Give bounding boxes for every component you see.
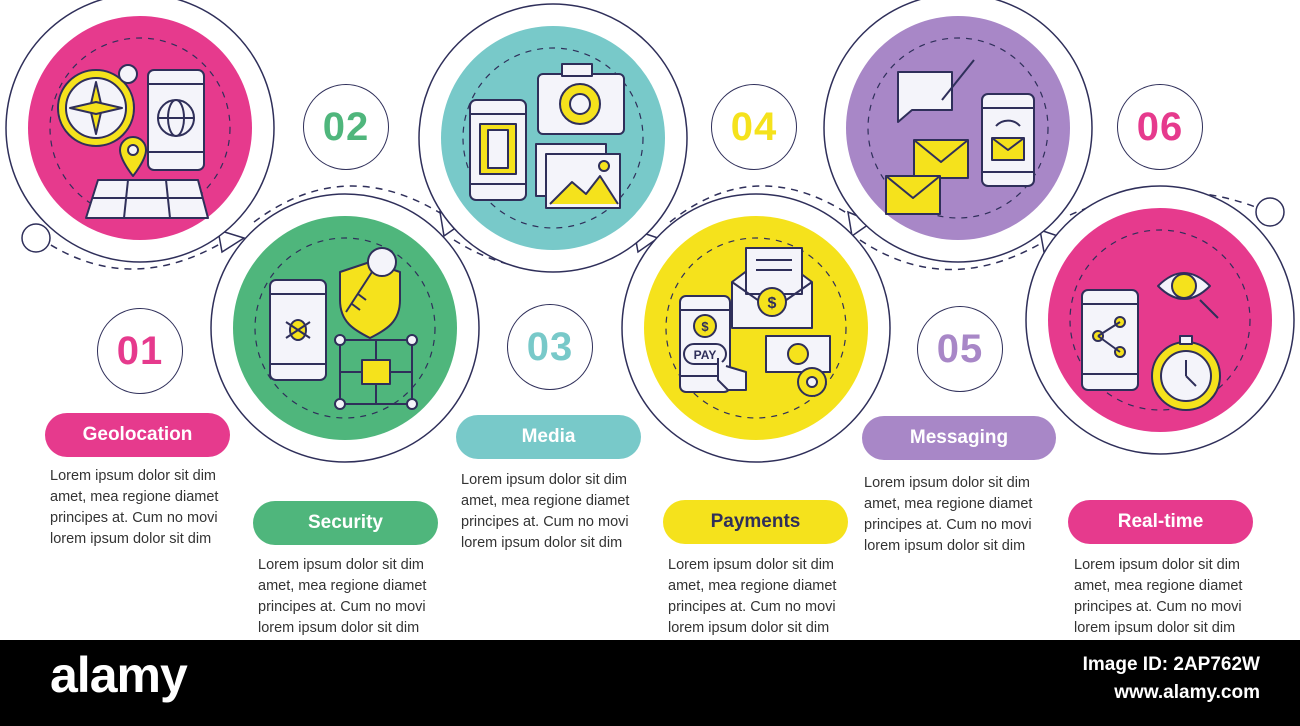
step-number-02: 02 xyxy=(303,84,389,170)
dashed-arc-3-4 xyxy=(453,237,646,271)
svg-text:$: $ xyxy=(701,319,709,334)
step-label-payments: Payments xyxy=(663,500,848,544)
geolocation-icon xyxy=(57,64,209,219)
orbit-6 xyxy=(1069,229,1251,411)
image-id: Image ID: 2AP762W xyxy=(1082,654,1260,675)
dashed-arc-2-3 xyxy=(253,185,455,223)
dashed-arc-4-5 xyxy=(669,185,861,223)
step-label-media: Media xyxy=(456,415,641,459)
orbit-2 xyxy=(254,237,436,419)
step-number-01: 01 xyxy=(97,308,183,394)
end-node xyxy=(1255,197,1285,227)
site-url: www.alamy.com xyxy=(1114,682,1260,703)
step-number-06: 06 xyxy=(1117,84,1203,170)
step-label-geolocation: Geolocation xyxy=(45,413,230,457)
arrow-1 xyxy=(217,228,246,254)
payments-icon: $ $ PAY xyxy=(679,247,831,397)
disc-messaging xyxy=(846,16,1070,240)
watermark-footer: alamy Image ID: 2AP762W www.alamy.com xyxy=(0,640,1300,726)
messaging-icon xyxy=(885,59,1035,215)
infographic-timeline: $ $ PAY xyxy=(5,0,1295,636)
realtime-icon xyxy=(1081,272,1221,411)
start-node xyxy=(21,223,51,253)
svg-text:PAY: PAY xyxy=(694,348,717,362)
orbit-3 xyxy=(462,47,644,229)
brand-logo: alamy xyxy=(50,647,188,703)
orbit-1 xyxy=(49,37,231,219)
security-icon xyxy=(269,247,418,410)
orbit-4 xyxy=(665,237,847,419)
step-label-messaging: Messaging xyxy=(862,416,1056,460)
svg-text:$: $ xyxy=(768,295,777,312)
dashed-arc-5-6 xyxy=(859,237,1051,271)
dashed-arc-1-2 xyxy=(39,237,231,270)
orbit-5 xyxy=(867,37,1049,219)
timeline-connectors: $ $ PAY xyxy=(5,0,1295,463)
media-icon xyxy=(469,63,625,209)
step-number-04: 04 xyxy=(711,84,797,170)
step-label-security: Security xyxy=(253,501,438,545)
step-number-03: 03 xyxy=(507,304,593,390)
step-label-realtime: Real-time xyxy=(1068,500,1253,544)
step-number-05: 05 xyxy=(917,306,1003,392)
